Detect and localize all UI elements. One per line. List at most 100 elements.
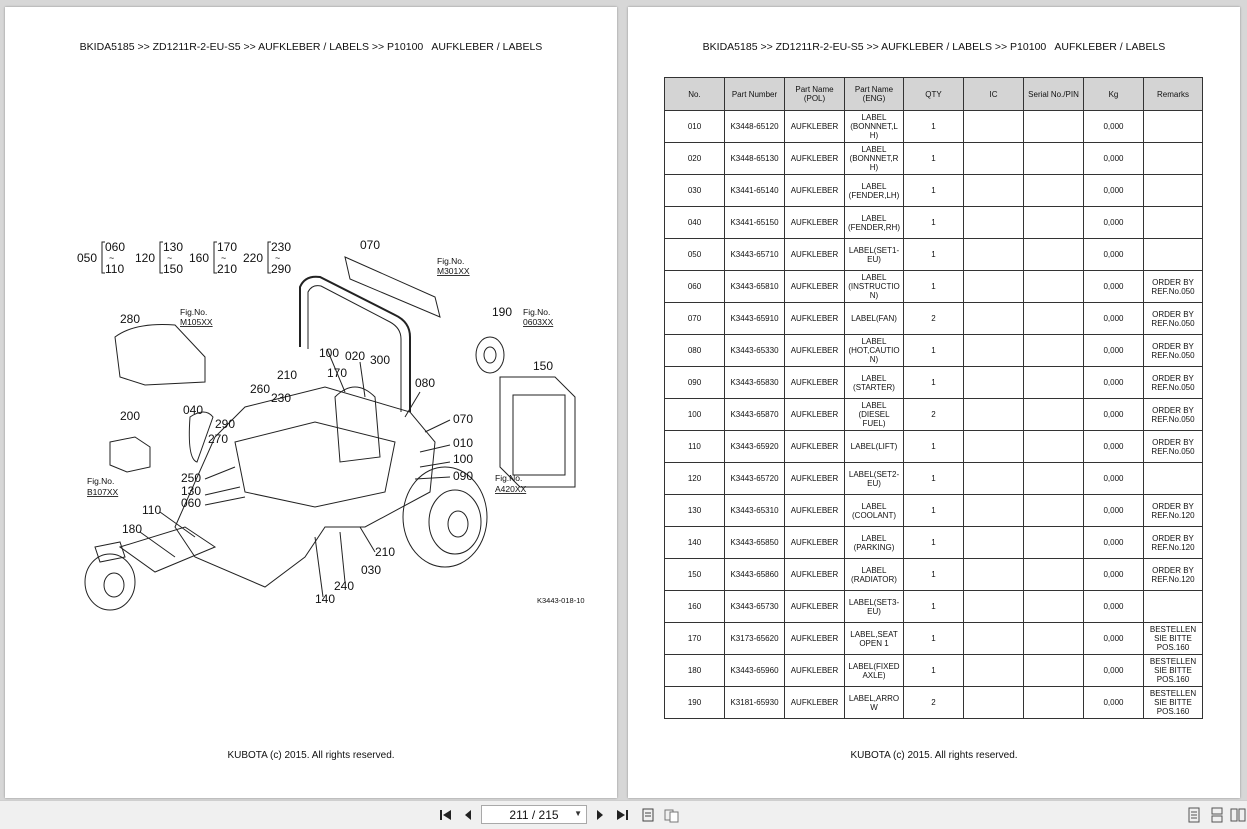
two-page-icon[interactable]: [663, 806, 681, 824]
table-cell: [1023, 142, 1084, 175]
table-cell: 0,000: [1083, 558, 1144, 591]
table-cell: 140: [664, 526, 725, 559]
group-label-120: 120: [135, 251, 155, 265]
first-page-icon[interactable]: [437, 806, 455, 824]
column-header: Serial No./PIN: [1023, 77, 1084, 111]
chevron-down-icon[interactable]: ▼: [574, 809, 582, 818]
table-cell: 1: [903, 238, 964, 271]
callout-190: 190: [492, 305, 512, 319]
table-cell: [963, 686, 1024, 719]
table-cell: BESTELLEN SIE BITTE POS.160: [1143, 686, 1203, 719]
table-cell: AUFKLEBER: [784, 302, 845, 335]
callout-010: 010: [453, 436, 473, 450]
table-cell: 080: [664, 334, 725, 367]
table-cell: 1: [903, 558, 964, 591]
table-cell: AUFKLEBER: [784, 206, 845, 239]
table-cell: K3441-65140: [724, 174, 785, 207]
table-cell: K3443-65330: [724, 334, 785, 367]
table-cell: K3441-65150: [724, 206, 785, 239]
document-page-right: BKIDA5185 >> ZD1211R-2-EU-S5 >> AUFKLEBE…: [628, 7, 1240, 798]
group-bottom-210: 210: [217, 262, 237, 276]
table-cell: [963, 494, 1024, 527]
table-cell: K3443-65920: [724, 430, 785, 463]
table-cell: 0,000: [1083, 494, 1144, 527]
table-cell: [1143, 590, 1203, 623]
table-cell: AUFKLEBER: [784, 526, 845, 559]
table-cell: 1: [903, 590, 964, 623]
table-cell: 190: [664, 686, 725, 719]
column-header: Remarks: [1143, 77, 1203, 111]
table-cell: 0,000: [1083, 110, 1144, 143]
table-cell: [1143, 142, 1203, 175]
table-cell: 1: [903, 142, 964, 175]
table-cell: LABEL(FIXED AXLE): [844, 654, 904, 687]
figure-id: K3443-018-10: [537, 596, 585, 605]
single-page-view-icon[interactable]: [1185, 806, 1203, 824]
table-cell: LABEL (BONNNET,L H): [844, 110, 904, 143]
table-cell: [1023, 110, 1084, 143]
table-cell: 180: [664, 654, 725, 687]
prev-page-icon[interactable]: [459, 806, 477, 824]
group-top-170: 170: [217, 240, 237, 254]
table-cell: [963, 462, 1024, 495]
table-cell: 0,000: [1083, 366, 1144, 399]
table-cell: ORDER BY REF.No.050: [1143, 270, 1203, 303]
continuous-view-icon[interactable]: [1208, 806, 1226, 824]
table-cell: [963, 174, 1024, 207]
table-cell: 130: [664, 494, 725, 527]
table-cell: 2: [903, 398, 964, 431]
table-cell: [1143, 238, 1203, 271]
fit-page-icon[interactable]: [639, 806, 657, 824]
table-cell: AUFKLEBER: [784, 142, 845, 175]
facing-view-icon[interactable]: [1229, 806, 1247, 824]
table-cell: 030: [664, 174, 725, 207]
table-cell: 1: [903, 494, 964, 527]
table-cell: 0,000: [1083, 302, 1144, 335]
table-cell: 050: [664, 238, 725, 271]
callout-130: 130: [181, 484, 201, 498]
callout-040: 040: [183, 403, 203, 417]
group-top-060: 060: [105, 240, 125, 254]
callout-180: 180: [122, 522, 142, 536]
table-cell: [1023, 334, 1084, 367]
table-cell: LABEL(SET3- EU): [844, 590, 904, 623]
table-cell: 1: [903, 206, 964, 239]
page-number-field[interactable]: 211 / 215 ▼: [481, 805, 587, 824]
table-cell: K3443-65710: [724, 238, 785, 271]
table-cell: ORDER BY REF.No.050: [1143, 302, 1203, 335]
callout-090: 090: [453, 469, 473, 483]
table-cell: ORDER BY REF.No.120: [1143, 494, 1203, 527]
table-cell: [963, 398, 1024, 431]
next-page-icon[interactable]: [591, 806, 609, 824]
table-cell: 040: [664, 206, 725, 239]
callout-020: 020: [345, 349, 365, 363]
table-cell: ORDER BY REF.No.050: [1143, 398, 1203, 431]
table-cell: [1023, 526, 1084, 559]
table-cell: AUFKLEBER: [784, 334, 845, 367]
table-cell: LABEL (FENDER,LH): [844, 174, 904, 207]
fig-ref-m301-line1: Fig.No.: [437, 256, 464, 266]
table-cell: [963, 526, 1024, 559]
table-cell: [963, 558, 1024, 591]
table-cell: ORDER BY REF.No.120: [1143, 558, 1203, 591]
table-cell: AUFKLEBER: [784, 558, 845, 591]
group-bottom-150: 150: [163, 262, 183, 276]
table-cell: BESTELLEN SIE BITTE POS.160: [1143, 654, 1203, 687]
fig-ref-m105-line1: Fig.No.: [180, 307, 207, 317]
breadcrumb: BKIDA5185 >> ZD1211R-2-EU-S5 >> AUFKLEBE…: [702, 41, 1166, 53]
table-cell: [963, 622, 1024, 655]
table-cell: LABEL (DIESEL FUEL): [844, 398, 904, 431]
copyright-footer: KUBOTA (c) 2015. All rights reserved.: [850, 750, 1018, 761]
table-cell: LABEL (RADIATOR): [844, 558, 904, 591]
table-cell: [1023, 302, 1084, 335]
table-cell: AUFKLEBER: [784, 110, 845, 143]
last-page-icon[interactable]: [613, 806, 631, 824]
table-cell: K3181-65930: [724, 686, 785, 719]
